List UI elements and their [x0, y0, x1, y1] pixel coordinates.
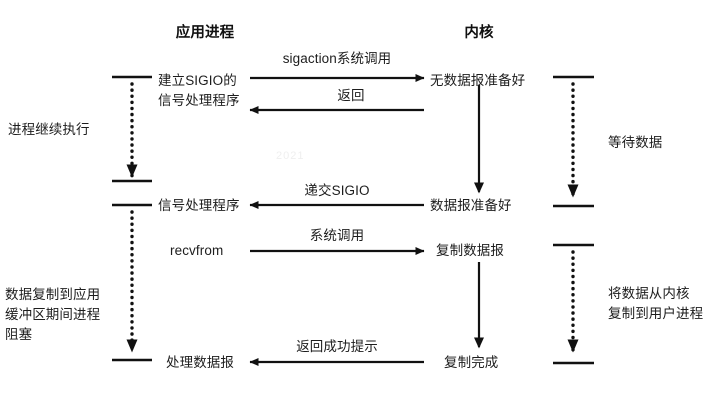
note-waiting-for-data: 等待数据 — [608, 133, 662, 153]
timeline-tick-marks — [112, 75, 594, 365]
note-blocked-while-copying-line-2: 阻塞 — [5, 327, 33, 342]
label-syscall-label: 系统调用 — [309, 228, 365, 243]
kernel-state-copy-complete: 复制完成 — [444, 353, 498, 373]
note-copy-kernel-to-user-line-1: 复制到用户进程 — [608, 306, 704, 321]
note-waiting-for-data-line-0: 等待数据 — [608, 135, 663, 150]
app-state-process-datagram: 处理数据报 — [166, 353, 234, 373]
kernel-state-copy-complete-line-0: 复制完成 — [444, 355, 499, 370]
app-state-recvfrom-call-line-0: recvfrom — [170, 243, 224, 258]
app-state-process-datagram-line-0: 处理数据报 — [166, 355, 234, 370]
kernel-state-copy-datagram: 复制数据报 — [436, 241, 504, 261]
header-app-process: 应用进程 — [175, 25, 235, 41]
horizontal-message-arrows — [249, 74, 425, 366]
kernel-state-no-datagram-ready: 无数据报准备好 — [430, 71, 525, 91]
kernel-state-copy-datagram-line-0: 复制数据报 — [436, 243, 504, 258]
note-process-continues-line-0: 进程继续执行 — [8, 122, 90, 137]
app-state-signal-handler: 信号处理程序 — [158, 196, 240, 216]
kernel-state-datagram-ready-line-0: 数据报准备好 — [430, 198, 512, 213]
note-copy-kernel-to-user: 将数据从内核复制到用户进程 — [608, 284, 703, 324]
note-copy-kernel-to-user-line-0: 将数据从内核 — [608, 286, 690, 301]
header-kernel: 内核 — [464, 25, 494, 41]
app-state-recvfrom-call: recvfrom — [170, 241, 223, 261]
app-state-setup-sigio-handler: 建立SIGIO的信号处理程序 — [158, 71, 240, 111]
note-process-continues: 进程继续执行 — [8, 120, 90, 140]
app-state-setup-sigio-handler-line-0: 建立SIGIO的 — [158, 73, 237, 88]
label-sigaction-syscall-label: sigaction系统调用 — [282, 51, 392, 66]
kernel-state-datagram-ready: 数据报准备好 — [430, 196, 512, 216]
label-return-success-label: 返回成功提示 — [296, 339, 378, 354]
label-deliver-sigio-label: 递交SIGIO — [304, 183, 370, 198]
note-blocked-while-copying-line-1: 缓冲区期间进程 — [5, 307, 101, 322]
vertical-dotted-arrows — [126, 82, 579, 353]
watermark-text: 2021 — [276, 150, 305, 162]
app-state-signal-handler-line-0: 信号处理程序 — [158, 198, 240, 213]
note-blocked-while-copying-line-0: 数据复制到应用 — [5, 287, 101, 302]
note-blocked-while-copying: 数据复制到应用缓冲区期间进程阻塞 — [5, 285, 100, 345]
kernel-state-no-datagram-ready-line-0: 无数据报准备好 — [430, 73, 526, 88]
label-return-label: 返回 — [337, 88, 365, 103]
app-state-setup-sigio-handler-line-1: 信号处理程序 — [158, 93, 240, 108]
